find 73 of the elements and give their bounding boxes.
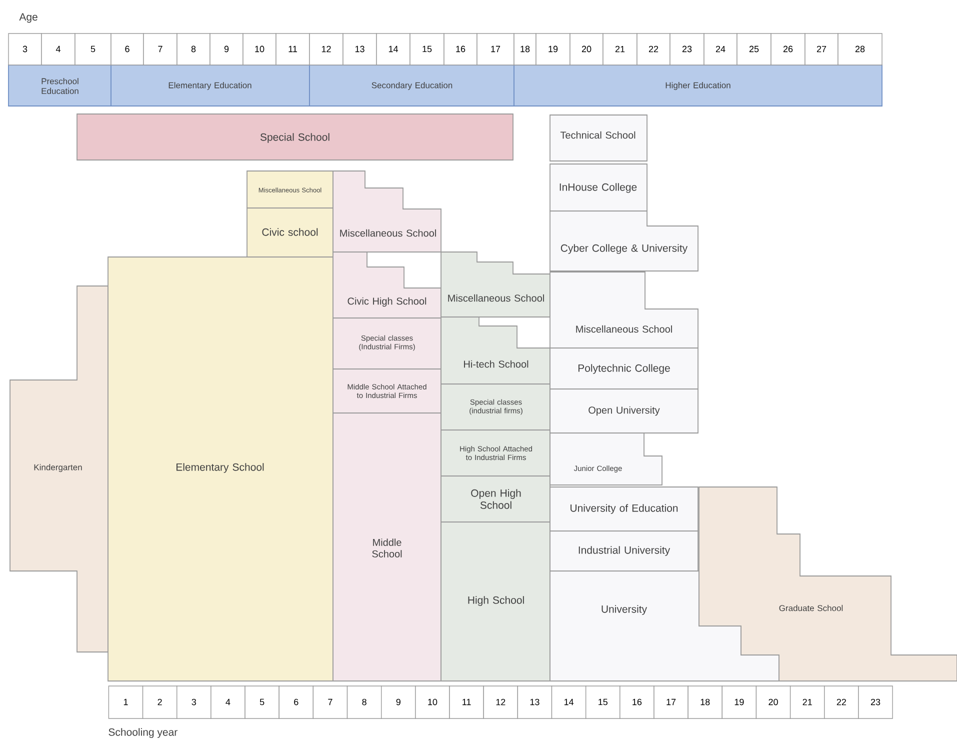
school-box: Hi-tech School <box>440 316 550 384</box>
age-cell: 8 <box>176 33 210 66</box>
year-cell: 18 <box>688 686 722 719</box>
year-cell: 22 <box>824 686 859 719</box>
school-box: Miscellaneous School <box>550 272 698 348</box>
age-cell: 15 <box>410 33 444 66</box>
school-box: Miscellaneous School <box>440 252 550 318</box>
school-box: Cyber College & University <box>550 210 698 272</box>
age-cell: 28 <box>838 33 882 66</box>
year-cell: 14 <box>551 686 586 719</box>
school-box: University of Education <box>550 486 698 532</box>
school-box: Elementary School <box>108 256 334 682</box>
age-cell: 3 <box>8 33 42 66</box>
education-band: Preschool Education <box>8 64 112 106</box>
year-cell: 9 <box>381 686 416 719</box>
year-cell: 1 <box>108 686 144 719</box>
age-cell: 7 <box>143 33 178 66</box>
year-cell: 2 <box>142 686 178 719</box>
year-cell: 16 <box>620 686 654 719</box>
axis-title: Age <box>19 13 38 23</box>
age-cell: 5 <box>74 33 112 66</box>
age-cell: 21 <box>602 33 638 66</box>
school-box: Industrial University <box>550 530 698 572</box>
axis-title: Schooling year <box>108 728 178 738</box>
school-box: Miscellaneous School <box>332 170 442 252</box>
age-cell: 20 <box>570 33 604 66</box>
school-box: Civic school <box>246 208 334 258</box>
age-cell: 10 <box>242 33 276 66</box>
year-cell: 17 <box>654 686 688 719</box>
age-cell: 6 <box>110 33 144 66</box>
school-box: InHouse College <box>550 164 648 212</box>
school-box: Technical School <box>550 114 648 162</box>
year-cell: 23 <box>858 686 893 719</box>
age-cell: 26 <box>770 33 806 66</box>
school-box: Kindergarten <box>10 286 108 652</box>
school-box: Open High School <box>440 476 550 522</box>
year-cell: 10 <box>415 686 450 719</box>
age-cell: 27 <box>804 33 838 66</box>
age-cell: 16 <box>444 33 478 66</box>
year-cell: 6 <box>278 686 314 719</box>
school-box: Open University <box>550 388 698 434</box>
age-cell: 4 <box>41 33 76 66</box>
age-cell: 11 <box>276 33 310 66</box>
age-cell: 25 <box>736 33 772 66</box>
age-cell: 23 <box>670 33 704 66</box>
school-box: Graduate School <box>698 486 957 682</box>
year-cell: 19 <box>722 686 757 719</box>
education-band: Secondary Education <box>309 64 514 106</box>
year-cell: 20 <box>756 686 791 719</box>
age-cell: 19 <box>536 33 570 66</box>
age-cell: 9 <box>210 33 244 66</box>
year-cell: 7 <box>312 686 348 719</box>
year-cell: 13 <box>517 686 552 719</box>
education-band: Higher Education <box>514 64 882 106</box>
age-cell: 24 <box>704 33 738 66</box>
school-box: Civic High School <box>332 252 442 318</box>
school-box: Special School <box>76 114 514 160</box>
year-cell: 15 <box>585 686 620 719</box>
year-cell: 11 <box>449 686 484 719</box>
age-cell: 12 <box>309 33 344 66</box>
age-cell: 13 <box>342 33 377 66</box>
age-cell: 14 <box>376 33 410 66</box>
age-cell: 18 <box>514 33 536 66</box>
education-band: Elementary Education <box>110 64 310 106</box>
year-cell: 8 <box>346 686 382 719</box>
age-cell: 22 <box>636 33 670 66</box>
age-cell: 17 <box>476 33 514 66</box>
year-cell: 12 <box>483 686 518 719</box>
school-box: Polytechnic College <box>550 348 698 390</box>
year-cell: 3 <box>176 686 212 719</box>
year-cell: 21 <box>790 686 825 719</box>
year-cell: 4 <box>210 686 246 719</box>
year-cell: 5 <box>244 686 280 719</box>
